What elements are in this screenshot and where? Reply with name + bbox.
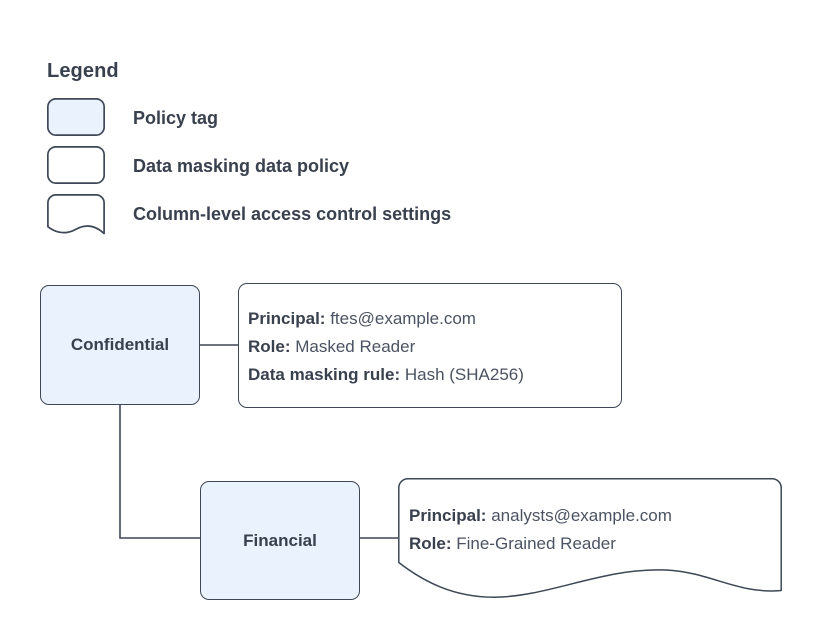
column-level-settings-box[interactable]: Principal: analysts@example.com Role: Fi… (398, 478, 782, 598)
column-level-settings-text: Principal: analysts@example.com Role: Fi… (409, 502, 672, 558)
edge-confidential-to-financial (119, 405, 200, 539)
masking-principal-value: ftes@example.com (330, 309, 476, 328)
masking-line-rule: Data masking rule: Hash (SHA256) (248, 361, 524, 389)
masking-rule-key: Data masking rule: (248, 365, 401, 384)
node-confidential[interactable]: Confidential (40, 285, 200, 405)
settings-role-value: Fine-Grained Reader (456, 534, 616, 553)
settings-principal-value: analysts@example.com (491, 506, 672, 525)
legend-swatch-data-masking-policy-icon (47, 146, 105, 184)
settings-line-principal: Principal: analysts@example.com (409, 502, 672, 530)
settings-principal-key: Principal: (409, 506, 487, 525)
settings-line-role: Role: Fine-Grained Reader (409, 530, 672, 558)
masking-principal-key: Principal: (248, 309, 326, 328)
column-level-settings-frame (398, 478, 782, 598)
node-confidential-label: Confidential (70, 335, 170, 354)
legend-label-column-level-settings: Column-level access control settings (133, 204, 452, 224)
legend-label-policy-tag: Policy tag (133, 108, 219, 128)
masking-rule-value: Hash (SHA256) (404, 365, 524, 384)
legend-swatch-policy-tag-icon (47, 98, 105, 136)
legend-swatch-column-level-settings-icon (47, 194, 105, 235)
masking-line-principal: Principal: ftes@example.com (248, 305, 524, 333)
masking-role-value: Masked Reader (295, 337, 416, 356)
masking-line-role: Role: Masked Reader (248, 333, 524, 361)
masking-role-key: Role: (248, 337, 291, 356)
node-financial[interactable]: Financial (200, 481, 360, 600)
node-financial-label: Financial (243, 530, 317, 550)
data-masking-policy-text: Principal: ftes@example.com Role: Masked… (248, 305, 524, 389)
data-masking-policy-box[interactable]: Principal: ftes@example.com Role: Masked… (238, 283, 622, 408)
legend-title: Legend (47, 60, 119, 82)
settings-role-key: Role: (409, 534, 452, 553)
legend-label-data-masking-policy: Data masking data policy (133, 156, 350, 176)
